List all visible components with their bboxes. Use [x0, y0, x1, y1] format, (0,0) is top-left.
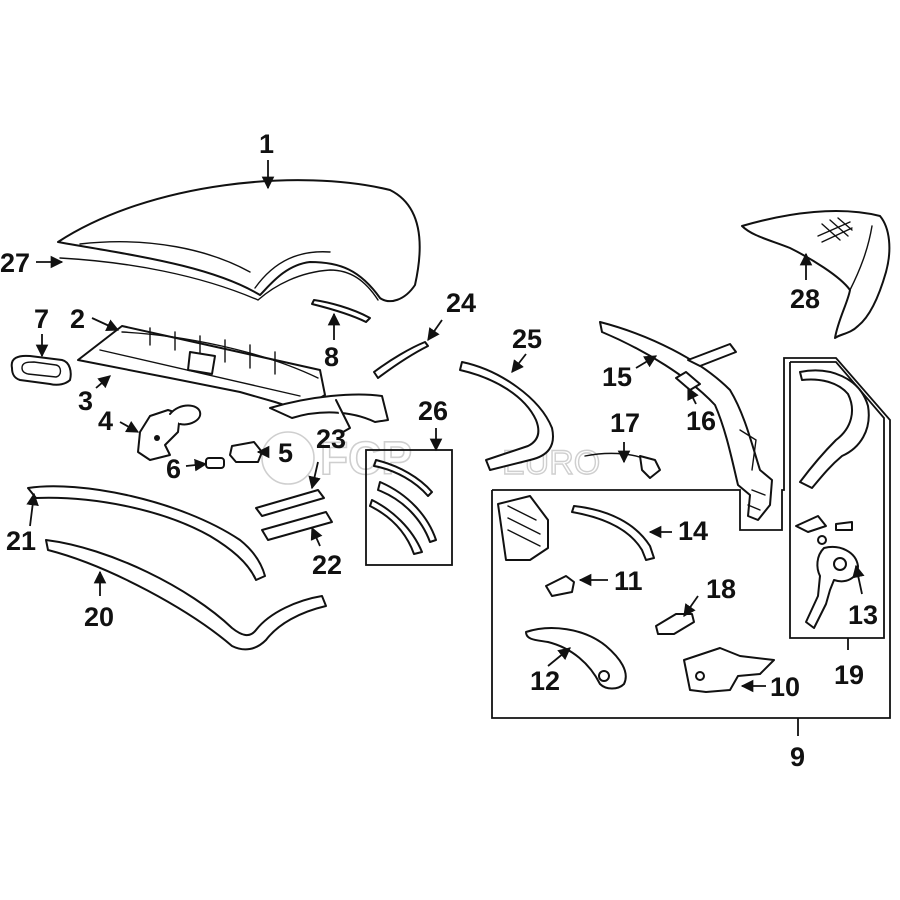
part-pad-bracket	[655, 613, 695, 635]
callout-16: 16	[686, 406, 716, 436]
part-tonneau-cover	[741, 210, 891, 339]
part-seal-strip-diagonal	[373, 341, 429, 379]
callout-19: 19	[834, 660, 864, 690]
part-convertible-top-cover	[57, 179, 421, 303]
callout-13: 13	[848, 600, 878, 630]
callout-14: 14	[678, 516, 708, 546]
part-strip-upper	[255, 489, 325, 517]
part-arch-seal	[571, 505, 655, 561]
callout-25: 25	[512, 324, 542, 354]
callout-11: 11	[614, 566, 643, 596]
part-small-bracket	[545, 575, 575, 597]
callout-28: 28	[790, 284, 820, 314]
part-latch-housing	[683, 647, 775, 693]
part-seal-strip-short	[311, 299, 371, 323]
callout-15: 15	[602, 362, 632, 392]
part-arm-bracket	[525, 627, 627, 690]
part-frame-bracket	[675, 343, 737, 391]
part-front-rail-lower	[45, 539, 327, 651]
part-latch-mechanism	[137, 404, 202, 461]
part-clip	[205, 457, 225, 469]
callout-5: 5	[278, 438, 293, 468]
part-hinge-assembly	[795, 515, 859, 629]
part-seal-set	[369, 459, 437, 555]
inset-box-26	[365, 449, 453, 566]
part-headliner	[59, 257, 379, 301]
part-latch-cover	[10, 354, 72, 386]
callout-7: 7	[34, 304, 49, 334]
group-box-9	[491, 357, 891, 719]
part-small-seal	[584, 452, 661, 479]
callout-labels: 1 27 2 3 7 4 5 6 8 24 25 26 23 22 21 20 …	[0, 129, 878, 772]
callout-22: 22	[312, 550, 342, 580]
part-weatherstrip-rear	[799, 369, 870, 489]
part-weatherstrip-curve	[459, 361, 554, 471]
callout-23: 23	[316, 424, 346, 454]
callout-21: 21	[6, 526, 36, 556]
callout-6: 6	[166, 454, 181, 484]
part-bumper	[229, 441, 263, 463]
callout-9: 9	[790, 742, 805, 772]
callout-17: 17	[610, 408, 640, 438]
part-corner-wedge	[497, 495, 549, 561]
callout-10: 10	[770, 672, 800, 702]
part-side-rail	[269, 393, 389, 433]
group-box-19	[789, 361, 885, 639]
callout-20: 20	[84, 602, 114, 632]
part-rear-frame-panel	[77, 325, 326, 411]
part-front-rail-upper	[27, 485, 266, 581]
callout-18: 18	[706, 574, 736, 604]
callout-8: 8	[324, 342, 339, 372]
callout-3: 3	[78, 386, 93, 416]
callout-12: 12	[530, 666, 560, 696]
callout-26: 26	[418, 396, 448, 426]
callout-1: 1	[259, 129, 274, 159]
callout-4: 4	[98, 406, 113, 436]
callout-2: 2	[70, 304, 85, 334]
callout-27: 27	[0, 248, 30, 278]
leader-lines	[26, 160, 865, 736]
callout-24: 24	[446, 288, 476, 318]
part-strip-lower	[261, 511, 333, 541]
